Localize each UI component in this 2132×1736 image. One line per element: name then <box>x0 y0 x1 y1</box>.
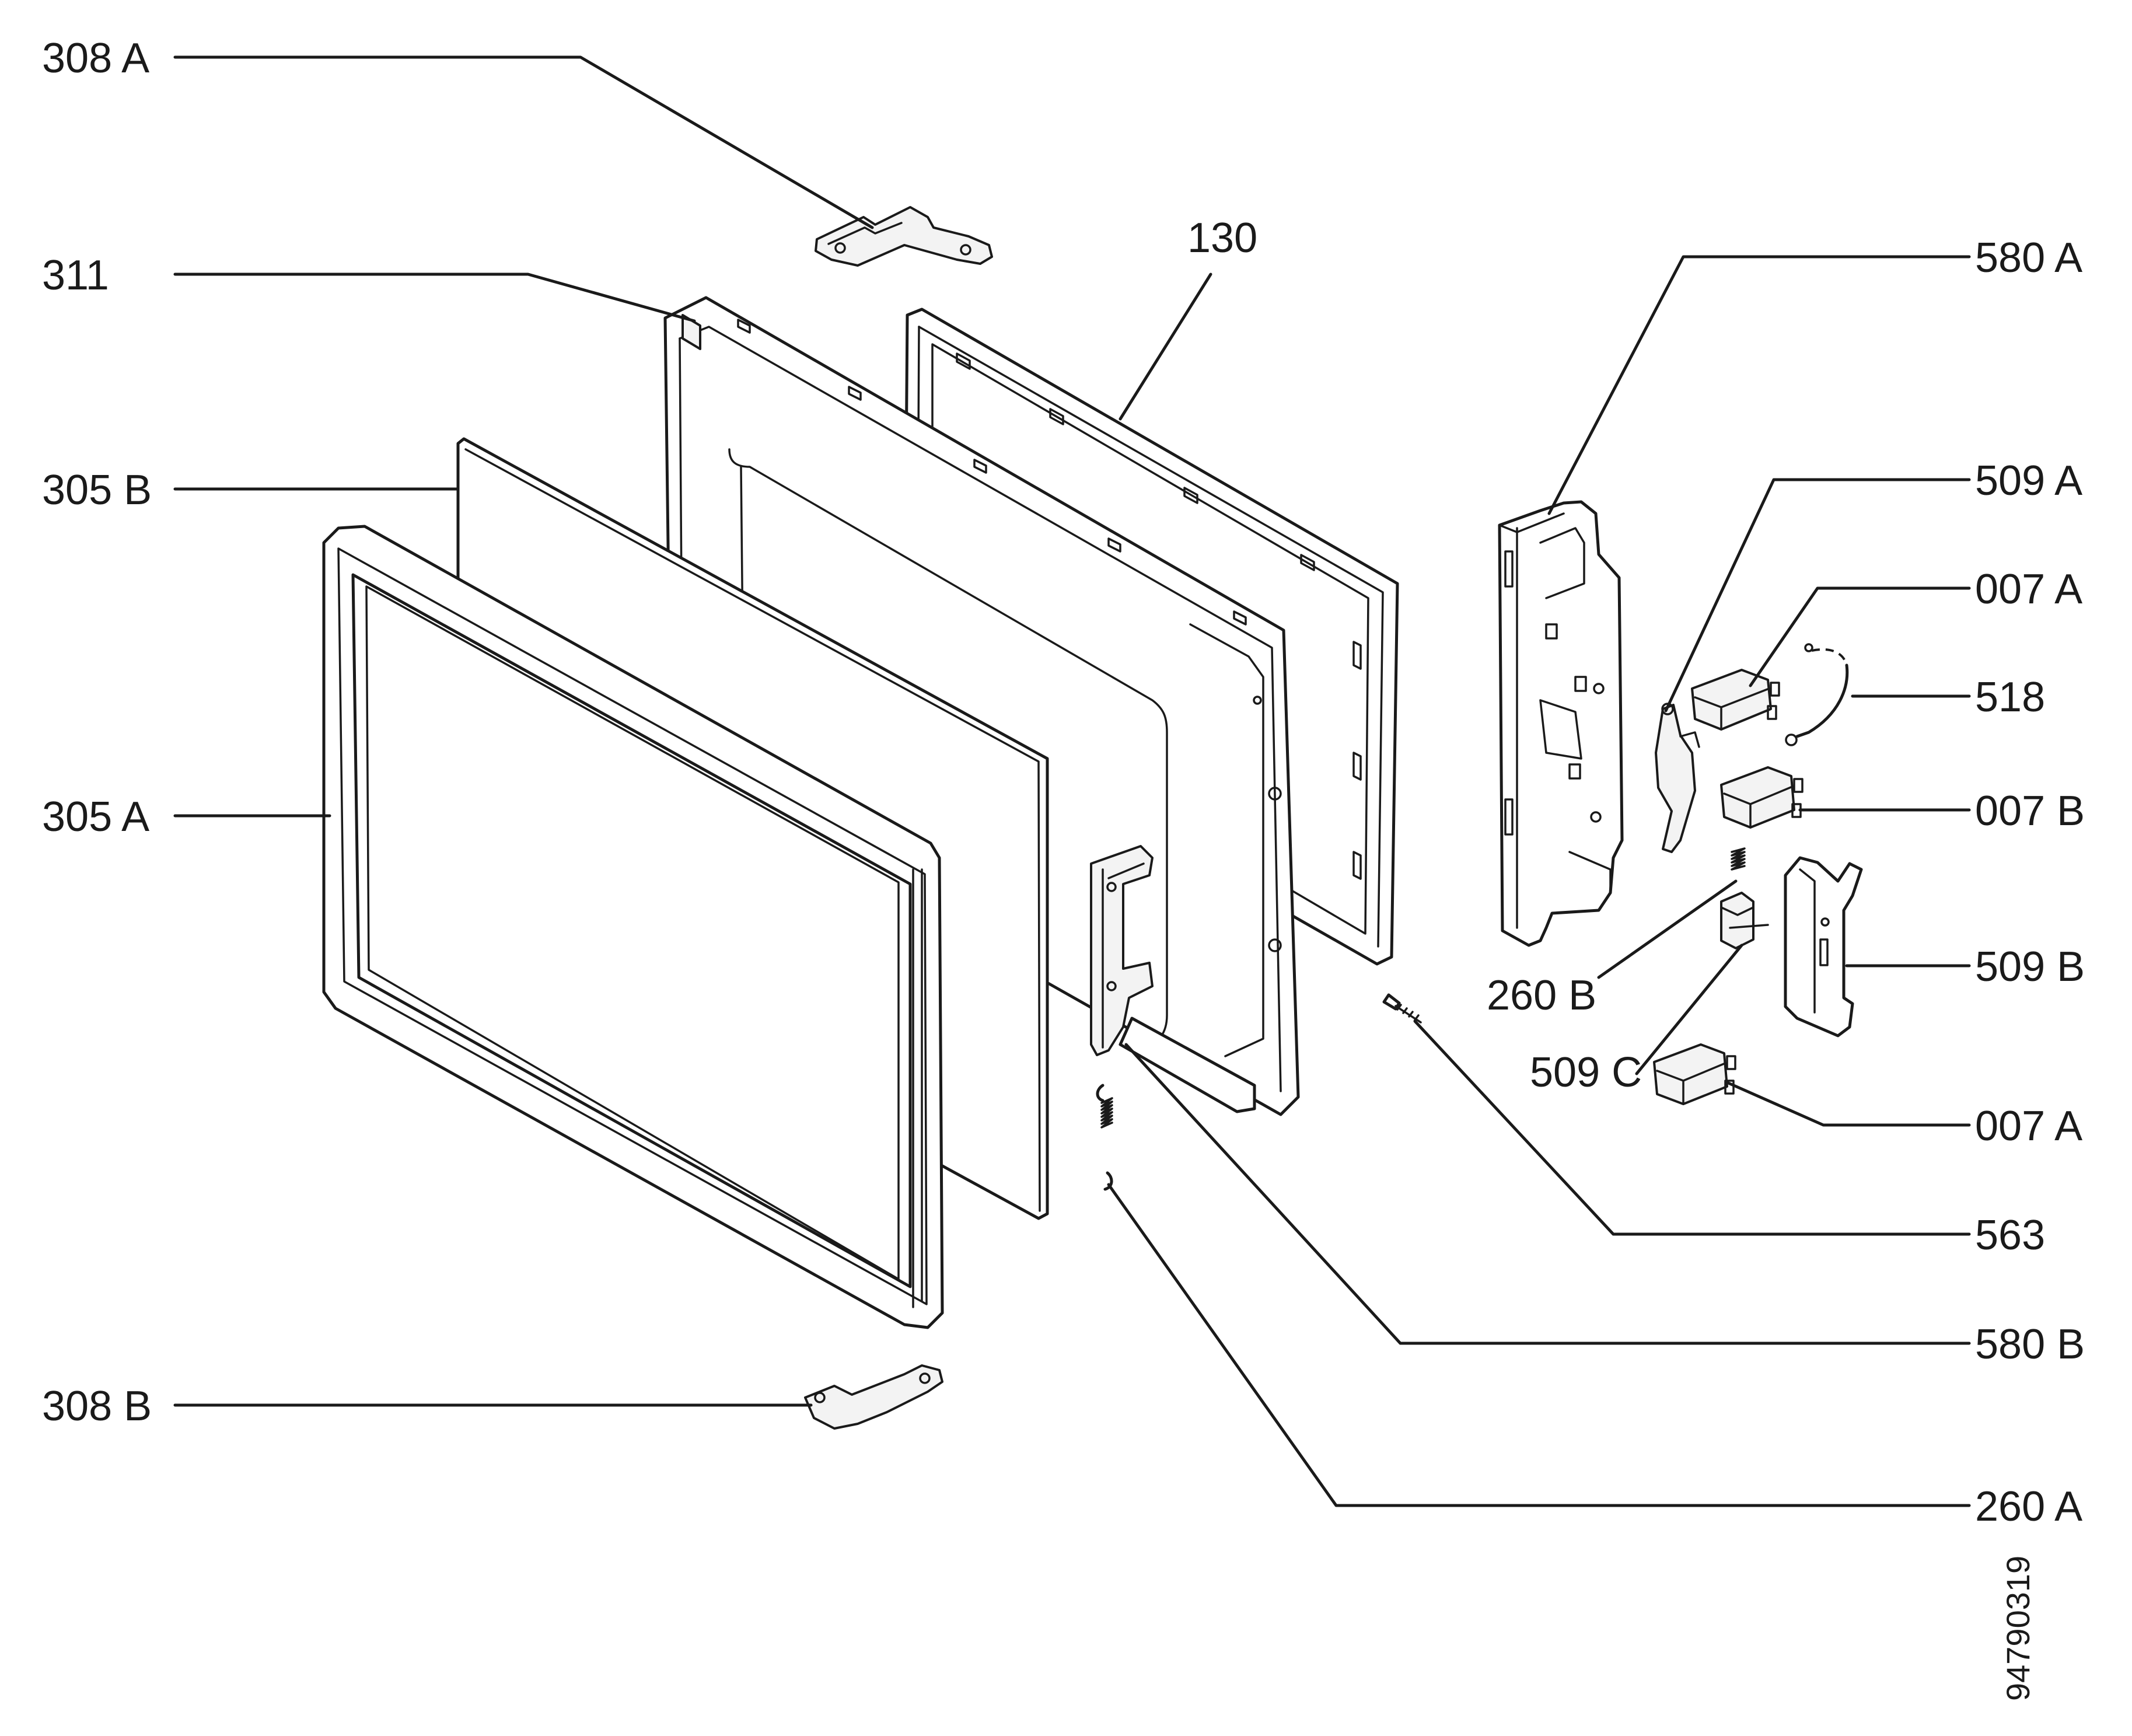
part-509b-latch-slider <box>1784 856 1863 1038</box>
callout-311: 311 <box>42 252 109 299</box>
part-007a-bottom-micro-switch <box>1653 1043 1736 1105</box>
part-580a-latch-housing <box>1498 500 1624 947</box>
part-509a-lever <box>1655 703 1700 853</box>
drawing-number: 94790319 <box>2000 1556 2036 1701</box>
part-518-wire <box>1785 643 1849 746</box>
part-007a-top-micro-switch <box>1691 669 1780 731</box>
part-563-screw <box>1382 993 1422 1024</box>
callout-007a-bottom: 007 A <box>1975 1103 2082 1150</box>
callout-007b: 007 B <box>1975 788 2085 834</box>
part-007b-micro-switch <box>1720 766 1804 829</box>
callout-518: 518 <box>1975 674 2045 721</box>
callout-509b: 509 B <box>1975 944 2085 990</box>
callout-305b: 305 B <box>42 467 152 514</box>
callout-509a: 509 A <box>1975 457 2082 504</box>
callout-007a-top: 007 A <box>1975 566 2082 613</box>
callout-260b: 260 B <box>1487 972 1596 1019</box>
callout-580a: 580 A <box>1975 235 2082 281</box>
callout-509c: 509 C <box>1530 1049 1642 1096</box>
part-308b-lower-hinge <box>804 1364 943 1430</box>
callout-308b: 308 B <box>42 1383 152 1430</box>
callout-305a: 305 A <box>42 794 149 840</box>
part-305a-front-frame <box>322 525 944 1329</box>
part-260b-spring <box>1731 847 1746 871</box>
part-580b-door-hook <box>1090 845 1154 1056</box>
callout-308a: 308 A <box>42 35 149 82</box>
callout-130: 130 <box>1187 215 1257 261</box>
part-260a-spring <box>1096 1084 1113 1191</box>
callout-563: 563 <box>1975 1212 2045 1259</box>
callout-580b: 580 B <box>1975 1321 2085 1368</box>
leader-lines <box>173 55 1971 1507</box>
part-308a-upper-hinge <box>815 206 993 267</box>
callout-260a: 260 A <box>1975 1483 2082 1530</box>
callout-labels: 308 A 311 305 B 305 A 308 B 130 580 A 50… <box>42 35 2085 1701</box>
part-509c-catch <box>1720 892 1769 949</box>
